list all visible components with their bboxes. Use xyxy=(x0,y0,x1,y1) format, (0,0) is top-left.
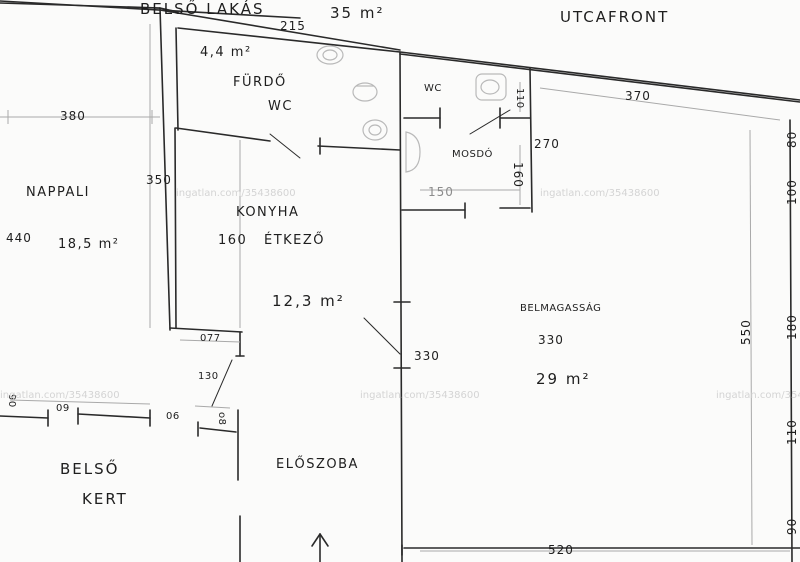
watermark: ingatlan.com/35438600 xyxy=(716,390,800,401)
kert-line1: BELSŐ xyxy=(60,460,120,478)
dim-520: 520 xyxy=(548,543,574,557)
belmagassag-label: BELMAGASSÁG xyxy=(520,303,602,314)
dim-small-077: 077 xyxy=(200,333,221,344)
konyha-etkezo: ÉTKEZŐ xyxy=(264,233,326,248)
dim-small-06: 06 xyxy=(166,411,180,422)
dim-440: 440 xyxy=(6,231,32,245)
dim-small-09: 09 xyxy=(56,403,70,414)
nappali-area: 18,5 m² xyxy=(58,237,120,252)
dim-130: 130 xyxy=(198,371,219,382)
watermark: ingatlan.com/35438600 xyxy=(540,188,660,199)
wc-name: WC xyxy=(424,83,442,94)
belmagassag-value: 330 xyxy=(538,333,564,347)
header-belso-lakas: BELSŐ LAKÁS xyxy=(140,0,265,18)
furdo-area: 4,4 m² xyxy=(200,45,252,60)
header-area: 35 m² xyxy=(330,4,385,22)
nappali-name: NAPPALI xyxy=(26,185,90,200)
dim-350: 350 xyxy=(146,173,172,187)
watermark: ingatlan.com/35438600 xyxy=(0,390,120,401)
furdo-wc: WC xyxy=(268,99,293,114)
konyha-area: 12,3 m² xyxy=(272,292,345,310)
eloszoba-name: ELŐSZOBA xyxy=(276,457,359,472)
watermark: ingatlan.com/35438600 xyxy=(176,188,296,199)
dim-150: 150 xyxy=(428,185,454,199)
dim-right-110: 110 xyxy=(785,419,799,445)
dim-270: 270 xyxy=(534,137,560,151)
dim-right-180: 180 xyxy=(785,314,799,340)
dim-right-90: 90 xyxy=(785,517,799,535)
dim-550: 550 xyxy=(739,319,753,345)
dim-110-wc: 110 xyxy=(514,88,525,109)
dim-160-mosdo: 160 xyxy=(511,162,525,188)
dim-380: 380 xyxy=(60,109,86,123)
dim-215: 215 xyxy=(280,19,306,33)
furdo-name: FÜRDŐ xyxy=(233,75,287,90)
konyha-name: KONYHA xyxy=(236,205,300,220)
dim-right-100: 100 xyxy=(785,179,799,205)
header-utcafront: UTCAFRONT xyxy=(560,8,670,26)
kert-line2: KERT xyxy=(82,490,128,508)
mosdo-name: MOSDÓ xyxy=(452,149,493,160)
dim-small-o8: o8 xyxy=(216,412,227,426)
dim-330: 330 xyxy=(414,349,440,363)
main-area: 29 m² xyxy=(536,370,591,388)
dim-right-80: 80 xyxy=(785,130,799,148)
watermark: ingatlan.com/35438600 xyxy=(360,390,480,401)
konyha-160: 160 xyxy=(218,233,248,248)
dim-370: 370 xyxy=(625,89,651,103)
